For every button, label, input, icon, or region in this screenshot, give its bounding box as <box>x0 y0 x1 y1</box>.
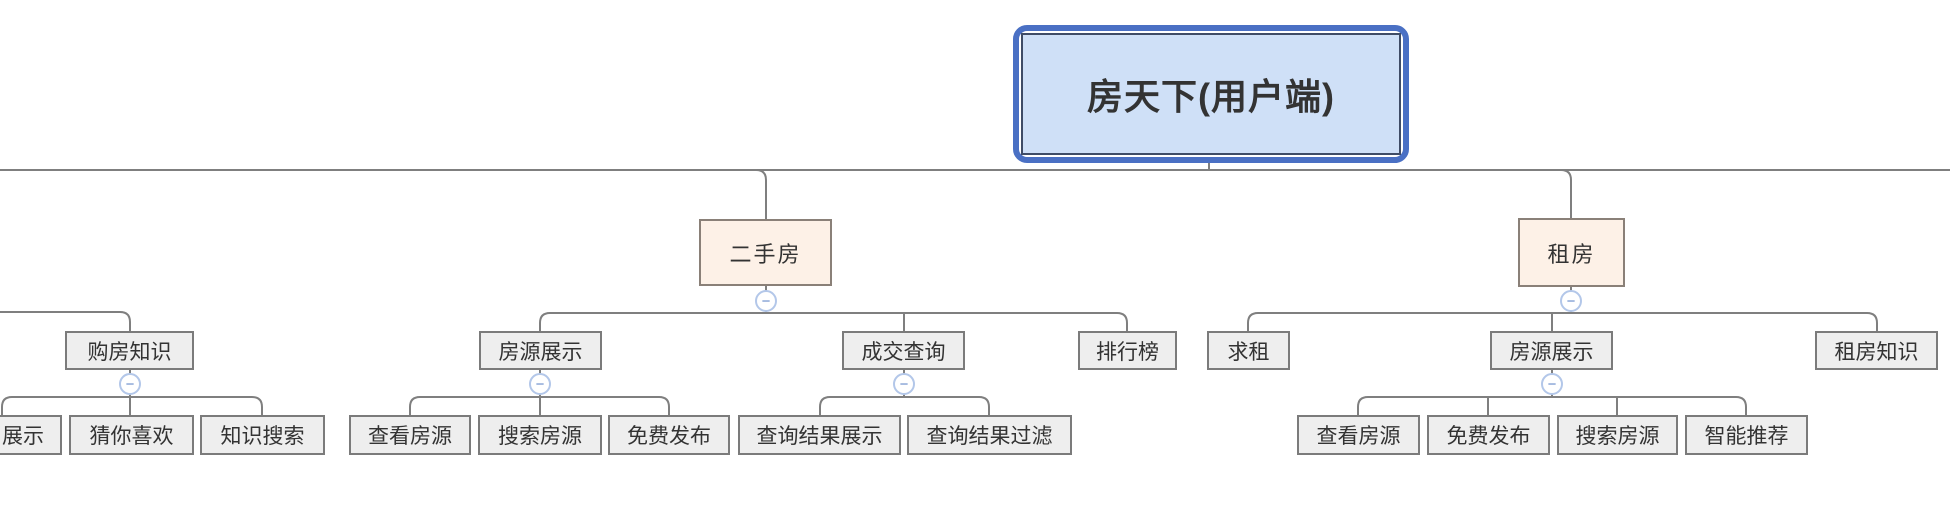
node-label: 知识搜索 <box>220 425 305 448</box>
node-rent[interactable]: 租房 <box>1518 218 1625 287</box>
root-node[interactable]: 房天下(用户端) <box>1013 25 1409 163</box>
node-search-listing-second-hand[interactable]: 搜索房源 <box>478 415 602 455</box>
knowledge-children-bus <box>1 396 263 415</box>
node-label: 查看房源 <box>1316 425 1401 448</box>
node-purchase-knowledge[interactable]: 购房知识 <box>65 331 194 370</box>
offscreen-parent-bus <box>0 311 131 331</box>
node-ranking-list[interactable]: 排行榜 <box>1078 331 1177 370</box>
node-query-result-filter[interactable]: 查询结果过滤 <box>907 415 1072 455</box>
collapse-icon-second-hand[interactable]: − <box>755 290 777 312</box>
root-node-body: 房天下(用户端) <box>1021 33 1401 155</box>
minus-glyph: − <box>535 375 545 393</box>
node-label: 查询结果展示 <box>756 425 883 448</box>
node-label: 展示 <box>2 425 44 448</box>
node-label: 房源展示 <box>1509 340 1594 364</box>
second-hand-children-bus <box>539 312 1128 331</box>
collapse-icon-listing-display-rent[interactable]: − <box>1541 373 1563 395</box>
node-label: 成交查询 <box>861 340 946 364</box>
node-label: 查看房源 <box>368 425 452 448</box>
node-label: 免费发布 <box>627 425 711 448</box>
node-label: 租房 <box>1547 241 1596 267</box>
minus-glyph: − <box>1566 292 1576 310</box>
minus-glyph: − <box>899 375 909 393</box>
minus-glyph: − <box>761 292 771 310</box>
node-listing-display-second-hand[interactable]: 房源展示 <box>479 331 602 370</box>
collapse-icon-listing-display-second-hand[interactable]: − <box>529 373 551 395</box>
node-query-result-display[interactable]: 查询结果展示 <box>738 415 901 455</box>
minus-glyph: − <box>125 375 135 393</box>
rent-listing-children-bus <box>1357 396 1747 415</box>
collapse-icon-purchase-knowledge[interactable]: − <box>119 373 141 395</box>
node-label: 免费发布 <box>1446 425 1531 448</box>
node-label: 租房知识 <box>1834 340 1919 364</box>
node-view-listing-second-hand[interactable]: 查看房源 <box>349 415 471 455</box>
node-guess-you-like[interactable]: 猜你喜欢 <box>69 415 194 455</box>
node-label: 排行榜 <box>1096 340 1159 364</box>
node-display-clipped[interactable]: 展示 <box>0 415 62 455</box>
node-search-listing-rent[interactable]: 搜索房源 <box>1557 415 1678 455</box>
connector-rent <box>1560 169 1572 218</box>
minus-glyph: − <box>1547 375 1557 393</box>
node-second-hand[interactable]: 二手房 <box>699 219 832 286</box>
node-knowledge-search[interactable]: 知识搜索 <box>200 415 325 455</box>
node-free-publish-second-hand[interactable]: 免费发布 <box>608 415 730 455</box>
node-label: 猜你喜欢 <box>89 425 174 448</box>
root-node-label: 房天下(用户端) <box>1087 76 1335 117</box>
collapse-icon-rent[interactable]: − <box>1560 290 1582 312</box>
collapse-icon-deal-query[interactable]: − <box>893 373 915 395</box>
node-rent-seeking[interactable]: 求租 <box>1207 331 1290 370</box>
node-label: 搜索房源 <box>1575 425 1660 448</box>
node-label: 搜索房源 <box>498 425 582 448</box>
node-deal-query[interactable]: 成交查询 <box>842 331 965 370</box>
node-free-publish-rent[interactable]: 免费发布 <box>1427 415 1550 455</box>
node-rent-knowledge[interactable]: 租房知识 <box>1815 331 1938 370</box>
deal-query-children-bus <box>819 396 990 415</box>
node-listing-display-rent[interactable]: 房源展示 <box>1490 331 1613 370</box>
node-smart-recommend[interactable]: 智能推荐 <box>1685 415 1808 455</box>
node-label: 房源展示 <box>498 340 583 364</box>
rent-children-bus <box>1247 312 1878 331</box>
connector-second-hand <box>755 169 767 219</box>
node-label: 二手房 <box>729 241 802 267</box>
node-label: 智能推荐 <box>1704 425 1789 448</box>
node-label: 查询结果过滤 <box>926 425 1053 448</box>
node-label: 购房知识 <box>87 340 172 364</box>
node-view-listing-rent[interactable]: 查看房源 <box>1297 415 1420 455</box>
node-label: 求租 <box>1227 340 1270 364</box>
